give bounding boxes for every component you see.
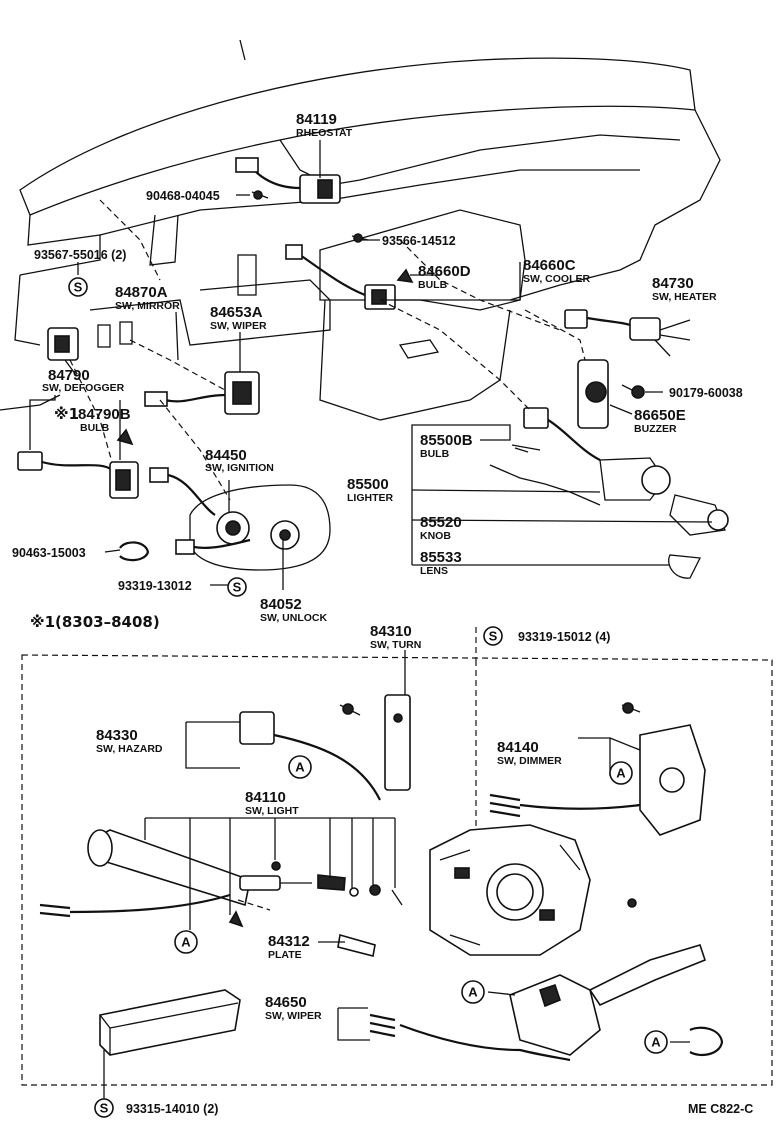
svg-text:A: A xyxy=(181,935,191,950)
dimmer-switch-part xyxy=(489,702,706,908)
label-84790-number: 84790 xyxy=(48,367,90,384)
label-85533-name: LENS xyxy=(420,565,448,577)
label-84110-number: 84110 xyxy=(245,789,286,806)
svg-text:S: S xyxy=(74,280,83,295)
label-85500-name: LIGHTER xyxy=(347,492,393,504)
wiper-switch-84650-part xyxy=(369,944,706,1062)
label-84650-number: 84650 xyxy=(265,994,307,1011)
light-switch-part xyxy=(39,829,403,928)
label-93319-13012: 93319-13012 xyxy=(118,579,192,593)
label-84110-name: SW, LIGHT xyxy=(245,805,299,817)
label-84450-number: 84450 xyxy=(205,447,247,464)
label-84790b-star: ※1 xyxy=(54,405,79,423)
label-84330-name: SW, HAZARD xyxy=(96,743,163,755)
label-84310-name: SW, TURN xyxy=(370,639,421,651)
label-84312-name: PLATE xyxy=(268,949,302,961)
a-marker-light: A xyxy=(174,930,198,954)
leaders-top xyxy=(29,140,713,590)
diagram-code: ME C822-C xyxy=(688,1102,753,1116)
label-85500b-name: BULB xyxy=(420,448,450,460)
label-93319-15012: 93319-15012 (4) xyxy=(518,630,610,644)
label-90463: 90463-15003 xyxy=(12,546,86,560)
a-marker-clamp: A xyxy=(644,1030,668,1054)
clamp-90463-part xyxy=(119,541,150,562)
leaders-bottom xyxy=(103,650,690,1108)
label-84653a-number: 84653A xyxy=(210,304,263,321)
label-84790-name: SW, DEFOGGER xyxy=(42,382,125,394)
label-85533-number: 85533 xyxy=(420,549,462,566)
s-marker-93319-15012: S xyxy=(483,626,503,646)
label-85500b-number: 85500B xyxy=(420,432,473,449)
rheostat-part xyxy=(235,157,341,204)
label-93566: 93566-14512 xyxy=(382,234,456,248)
label-84650-name: SW, WIPER xyxy=(265,1010,322,1022)
label-84450-name: SW, IGNITION xyxy=(205,462,274,474)
turn-switch-assembly-box xyxy=(21,627,773,1086)
heater-switch-part xyxy=(564,309,691,357)
s-marker-93567: S xyxy=(68,277,88,297)
s-marker-93319-13012: S xyxy=(227,577,247,597)
label-84140-name: SW, DIMMER xyxy=(497,755,562,767)
cooler-switch-part xyxy=(285,244,396,310)
label-84052-name: SW, UNLOCK xyxy=(260,612,327,624)
hazard-switch-part xyxy=(239,694,411,801)
dashed-lines-top xyxy=(69,199,586,501)
svg-text:S: S xyxy=(489,629,498,644)
label-86650e-name: BUZZER xyxy=(634,423,677,435)
instrument-panel-drawing xyxy=(0,39,721,421)
label-84140-number: 84140 xyxy=(497,739,539,756)
label-84730-number: 84730 xyxy=(652,275,694,292)
label-84312-number: 84312 xyxy=(268,933,310,950)
svg-text:A: A xyxy=(295,760,305,775)
label-84330-number: 84330 xyxy=(96,727,138,744)
s-marker-93315: S xyxy=(94,1098,114,1118)
label-84730-name: SW, HEATER xyxy=(652,291,717,303)
label-84310-number: 84310 xyxy=(370,623,412,640)
buzzer-part xyxy=(577,359,609,429)
svg-text:A: A xyxy=(651,1035,661,1050)
connector-block-part xyxy=(99,989,241,1056)
circle-markers: S S S S A A A A A xyxy=(68,277,668,1118)
clamp-a-part xyxy=(689,1026,724,1057)
star-range-note: ※1(8303–8408) xyxy=(30,613,160,631)
svg-text:S: S xyxy=(233,580,242,595)
screws-top xyxy=(116,190,645,453)
svg-text:A: A xyxy=(616,766,626,781)
label-84052-number: 84052 xyxy=(260,596,302,613)
ignition-switch-part xyxy=(149,467,331,571)
svg-text:S: S xyxy=(100,1101,109,1116)
label-84660c-number: 84660C xyxy=(523,257,576,274)
wiper-switch-84653a-part xyxy=(144,371,260,415)
defogger-bulb-wire-part xyxy=(17,451,139,499)
label-90468: 90468-04045 xyxy=(146,189,220,203)
label-84653a-name: SW, WIPER xyxy=(210,320,267,332)
label-84870a-number: 84870A xyxy=(115,284,168,301)
label-84119-name: RHEOSTAT xyxy=(296,127,353,139)
a-marker-dimmer: A xyxy=(609,761,633,785)
label-85500-number: 85500 xyxy=(347,476,389,493)
cigarette-lighter-part xyxy=(489,407,729,579)
a-marker-wiper: A xyxy=(461,980,485,1004)
svg-text:A: A xyxy=(468,985,478,1000)
label-84119-number: 84119 xyxy=(296,111,337,128)
turn-switch-body xyxy=(429,824,591,956)
label-84790b-name: BULB xyxy=(80,422,110,434)
label-90179: 90179-60038 xyxy=(669,386,743,400)
plate-part xyxy=(337,933,376,957)
part-labels: 84119 RHEOSTAT 90468-04045 93566-14512 9… xyxy=(12,111,753,1116)
label-93567: 93567-55016 (2) xyxy=(34,248,126,262)
label-86650e-number: 86650E xyxy=(634,407,686,424)
a-marker-hazard: A xyxy=(288,755,312,779)
label-85520-number: 85520 xyxy=(420,514,462,531)
defogger-switch-part xyxy=(47,327,79,361)
label-84790b-number: 84790B xyxy=(78,406,131,423)
label-84660d-name: BULB xyxy=(418,279,448,291)
label-84660c-name: SW, COOLER xyxy=(523,273,591,285)
label-85520-name: KNOB xyxy=(420,530,451,542)
label-84660d-number: 84660D xyxy=(418,263,471,280)
label-84870a-name: SW, MIRROR xyxy=(115,300,180,312)
label-93315: 93315-14010 (2) xyxy=(126,1102,218,1116)
